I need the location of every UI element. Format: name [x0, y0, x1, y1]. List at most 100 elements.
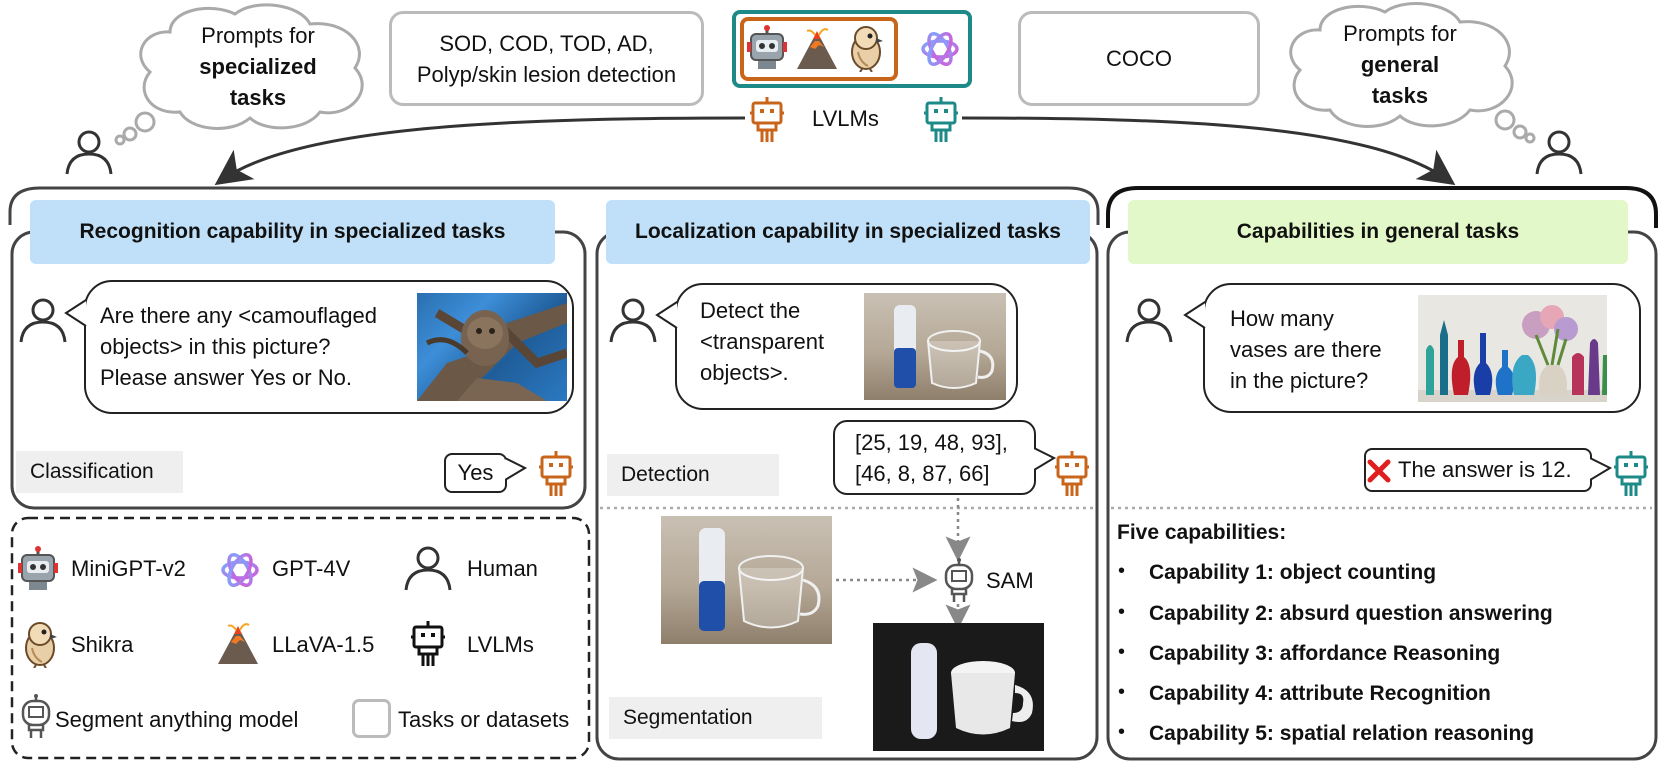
- classification-label: Classification: [16, 451, 183, 493]
- capability-item: Capability 1: object counting: [1149, 561, 1437, 584]
- question-line: Detect the: [700, 298, 801, 323]
- recognition-answer: Yes: [457, 460, 494, 485]
- transparent-objects-image: [864, 293, 1006, 400]
- general-panel-title: Capabilities in general tasks: [1128, 200, 1628, 264]
- person-icon: [1535, 130, 1583, 175]
- lvlms-label: LVLMs: [812, 106, 879, 131]
- general-answer: The answer is 12.: [1398, 457, 1572, 482]
- person-icon: [609, 298, 657, 343]
- camouflaged-owl-image: [417, 293, 567, 401]
- localization-panel-title: Localization capability in specialized t…: [606, 200, 1090, 264]
- shikra-icon: [25, 622, 57, 668]
- cloud-line: Prompts for: [201, 23, 315, 48]
- cloud-icon: [114, 3, 364, 146]
- capability-item: Capability 2: absurd question answering: [1149, 602, 1553, 625]
- question-line: Please answer Yes or No.: [100, 365, 352, 390]
- open-source-lvlm-box: [740, 17, 898, 81]
- bullet: •: [1118, 681, 1126, 703]
- bullet: •: [1118, 560, 1126, 582]
- question-line: How many: [1230, 306, 1334, 331]
- cloud-specialized-text: Prompts for specialized tasks: [163, 20, 353, 113]
- arrow-to-general: [961, 116, 1456, 186]
- legend-lvlms-label: LVLMs: [467, 632, 534, 657]
- sam-robot-icon: [21, 694, 51, 738]
- segmentation-source-image: [661, 516, 832, 644]
- recognition-question: Are there any <camouflaged objects> in t…: [100, 300, 377, 393]
- question-line: vases are there: [1230, 337, 1382, 362]
- bullet: •: [1118, 721, 1126, 743]
- cloud-line: tasks: [229, 85, 287, 110]
- question-line: objects>.: [700, 360, 789, 385]
- segmentation-mask-image: [873, 623, 1044, 751]
- answer-line: [25, 19, 48, 93],: [855, 430, 1008, 455]
- robot-icon: [411, 621, 445, 666]
- cloud-general-text: Prompts for general tasks: [1305, 18, 1495, 111]
- question-line: objects> in this picture?: [100, 334, 331, 359]
- datasets-line: SOD, COD, TOD, AD,: [439, 30, 654, 56]
- cloud-line: specialized: [199, 54, 317, 79]
- robot-icon: [924, 97, 958, 142]
- capability-item: Capability 4: attribute Recognition: [1149, 682, 1491, 705]
- segmentation-label: Segmentation: [609, 697, 822, 739]
- legend-shikra-label: Shikra: [71, 632, 134, 657]
- legend-sam-label: Segment anything model: [55, 707, 299, 732]
- person-icon: [65, 130, 113, 175]
- cloud-line: Prompts for: [1343, 21, 1457, 46]
- legend-frame: [10, 516, 591, 760]
- specialized-outer-frame: [8, 186, 1100, 225]
- robot-icon: [1055, 451, 1089, 496]
- lvlm-group-box: [732, 10, 972, 88]
- robot-icon: [750, 97, 784, 142]
- person-icon: [19, 298, 67, 343]
- question-line: in the picture?: [1230, 368, 1369, 393]
- coco-label: COCO: [1106, 45, 1172, 71]
- specialized-datasets-box: SOD, COD, TOD, AD, Polyp/skin lesion det…: [389, 11, 704, 106]
- detection-label: Detection: [607, 454, 779, 496]
- general-outer-frame: [1106, 186, 1658, 228]
- question-line: <transparent: [700, 329, 825, 354]
- datasets-line: Polyp/skin lesion detection: [416, 61, 677, 87]
- gpt4v-icon: [921, 31, 959, 67]
- capability-item: Capability 5: spatial relation reasoning: [1149, 722, 1535, 745]
- capabilities-title: Five capabilities:: [1117, 521, 1287, 544]
- llava-icon: [218, 623, 258, 664]
- sam-label: SAM: [986, 568, 1034, 593]
- legend-tasks-swatch: [352, 699, 391, 738]
- gpt4v-icon: [221, 552, 259, 588]
- vases-image: [1418, 295, 1607, 402]
- robot-icon: [539, 451, 573, 496]
- bullet: •: [1118, 601, 1126, 623]
- cross-icon: [1367, 459, 1391, 483]
- detection-answer-bubble: [25, 19, 48, 93], [46, 8, 87, 66]: [833, 420, 1036, 495]
- bullet: •: [1118, 641, 1126, 663]
- cloud-line: general: [1360, 52, 1440, 77]
- cloud-line: tasks: [1371, 83, 1429, 108]
- minigpt-icon: [18, 546, 58, 590]
- robot-icon: [1614, 451, 1648, 496]
- bubble-tail: [505, 457, 527, 481]
- general-question: How many vases are there in the picture?: [1230, 303, 1382, 396]
- recognition-answer-bubble: Yes: [444, 453, 507, 493]
- recognition-panel-title: Recognition capability in specialized ta…: [30, 200, 555, 264]
- legend-human-label: Human: [467, 556, 538, 581]
- cloud-icon: [1289, 2, 1536, 144]
- localization-question: Detect the <transparent objects>.: [700, 295, 824, 388]
- person-icon: [404, 546, 452, 591]
- legend-minigpt-label: MiniGPT-v2: [71, 556, 186, 581]
- person-icon: [1125, 298, 1173, 343]
- legend-tasks-label: Tasks or datasets: [398, 707, 570, 732]
- bubble-tail: [1183, 301, 1206, 329]
- general-answer-bubble: The answer is 12.: [1364, 448, 1592, 492]
- general-dataset-box: COCO: [1018, 11, 1260, 106]
- arrow-to-specialized: [214, 116, 746, 186]
- minigpt-icon: [747, 25, 787, 69]
- shikra-icon: [851, 26, 883, 72]
- bubble-tail: [64, 299, 87, 327]
- capability-item: Capability 3: affordance Reasoning: [1149, 642, 1501, 665]
- llava-icon: [797, 28, 837, 69]
- sam-robot-icon: [944, 558, 974, 602]
- question-line: Are there any <camouflaged: [100, 303, 378, 328]
- bubble-tail: [1034, 447, 1056, 471]
- answer-line: [46, 8, 87, 66]: [855, 461, 990, 486]
